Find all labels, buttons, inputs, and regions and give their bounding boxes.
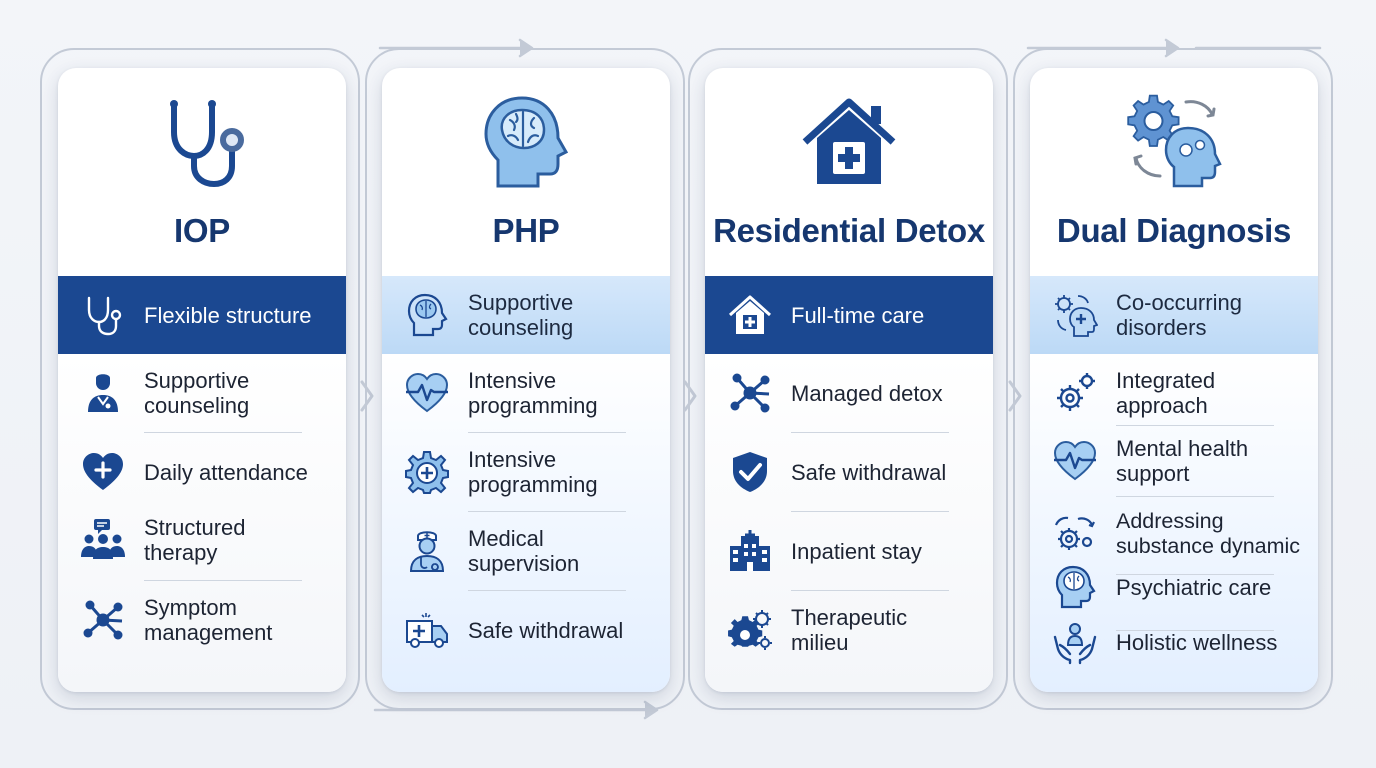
list-item: Inpatient stay <box>705 512 993 590</box>
heart-plus-icon <box>80 449 126 495</box>
item-text: Integrated approach <box>1116 368 1216 418</box>
list-item: Addressing substance dynamic <box>1030 495 1318 573</box>
card-title: Residential Detox <box>713 212 985 249</box>
highlight-text: Supportive counseling <box>468 290 574 340</box>
divider <box>468 432 626 433</box>
item-text: Managed detox <box>791 380 943 406</box>
card-residential-detox: Residential Detox Full-time care Managed… <box>705 68 993 692</box>
network-icon <box>80 597 126 643</box>
divider <box>468 590 626 591</box>
divider <box>1116 574 1274 575</box>
gears-icon <box>727 607 773 653</box>
list-item: Managed detox <box>705 354 993 432</box>
card-title: Dual Diagnosis <box>1056 212 1292 249</box>
brain-head-icon <box>1052 564 1098 610</box>
list-item: Safe withdrawal <box>705 433 993 511</box>
heartbeat-icon <box>404 370 450 416</box>
item-text: Therapeutic milieu <box>791 605 908 655</box>
item-text: Intensive programming <box>468 368 598 418</box>
divider <box>791 511 949 512</box>
list-item: Holistic wellness <box>1030 603 1318 681</box>
item-list: Intensive programming Intensive programm… <box>382 354 670 692</box>
card-header: Residential Detox <box>705 68 993 276</box>
brain-head-icon <box>404 292 450 338</box>
card-header: Dual Diagnosis <box>1030 68 1318 276</box>
shield-check-icon <box>727 449 773 495</box>
item-text: Medical supervision <box>468 526 580 576</box>
item-text: Structured therapy <box>144 515 246 565</box>
list-item: Safe withdrawal <box>382 591 670 669</box>
item-text: Psychiatric care <box>1116 574 1272 600</box>
gears-icon <box>1052 370 1098 416</box>
list-item: Symptom management <box>58 581 346 659</box>
heartbeat-icon <box>1052 438 1098 484</box>
gear-cycle-icon <box>1052 511 1098 557</box>
card-php: PHP Supportive counseling Intensive prog… <box>382 68 670 692</box>
item-text: Daily attendance <box>144 459 308 485</box>
divider <box>1116 496 1274 497</box>
card-header: IOP <box>58 68 346 276</box>
list-item: Supportive counseling <box>58 354 346 432</box>
item-text: Holistic wellness <box>1116 629 1278 655</box>
card-title: PHP <box>492 212 560 249</box>
divider <box>468 511 626 512</box>
highlight-row: Co-occurring disorders <box>1030 276 1318 354</box>
item-text: Mental health support <box>1116 436 1249 486</box>
item-text: Safe withdrawal <box>791 459 947 485</box>
highlight-row: Flexible structure <box>58 276 346 354</box>
item-text: Symptom management <box>144 595 273 645</box>
house-plus-icon <box>799 92 899 192</box>
list-item: Psychiatric care <box>1030 548 1318 626</box>
doctor-icon <box>80 370 126 416</box>
highlight-text: Co-occurring disorders <box>1116 290 1242 340</box>
gear-plus-icon <box>404 449 450 495</box>
divider <box>1116 630 1274 631</box>
list-item: Intensive programming <box>382 433 670 511</box>
list-item: Structured therapy <box>58 501 346 579</box>
list-item: Medical supervision <box>382 512 670 590</box>
list-item: Mental health support <box>1030 422 1318 500</box>
card-title: IOP <box>174 212 230 249</box>
card-dual-diagnosis: Dual Diagnosis Co-occurring disorders In… <box>1030 68 1318 692</box>
item-text: Inpatient stay <box>791 538 922 564</box>
card-header: PHP <box>382 68 670 276</box>
highlight-text: Full-time care <box>791 302 925 328</box>
item-text: Safe withdrawal <box>468 617 624 643</box>
highlight-row: Supportive counseling <box>382 276 670 354</box>
highlight-text: Flexible structure <box>144 302 312 328</box>
stethoscope-icon <box>152 92 252 192</box>
gears-head-icon <box>1052 292 1098 338</box>
divider <box>144 432 302 433</box>
divider <box>791 590 949 591</box>
list-item: Integrated approach <box>1030 354 1318 432</box>
ambulance-icon <box>404 607 450 653</box>
list-item: Therapeutic milieu <box>705 591 993 669</box>
highlight-row: Full-time care <box>705 276 993 354</box>
stethoscope-icon <box>80 292 126 338</box>
item-text: Intensive programming <box>468 447 598 497</box>
hands-person-icon <box>1052 619 1098 665</box>
brain-head-icon <box>476 92 576 192</box>
nurse-icon <box>404 528 450 574</box>
network-icon <box>727 370 773 416</box>
card-iop: IOP Flexible structure Supportive counse… <box>58 68 346 692</box>
item-text: Supportive counseling <box>144 368 250 418</box>
stage-frame-iop <box>40 48 360 710</box>
divider <box>144 580 302 581</box>
stage-frame-residential <box>688 48 1008 710</box>
gears-head-icon <box>1124 92 1224 192</box>
item-list: Supportive counseling Daily attendance S… <box>58 354 346 692</box>
item-text: Addressing substance dynamic <box>1116 509 1301 558</box>
item-list: Managed detox Safe withdrawal Inpatient … <box>705 354 993 692</box>
item-list: Integrated approach Mental health suppor… <box>1030 354 1318 692</box>
group-chat-icon <box>80 517 126 563</box>
list-item: Daily attendance <box>58 433 346 511</box>
divider <box>791 432 949 433</box>
house-plus-icon <box>727 292 773 338</box>
hospital-icon <box>727 528 773 574</box>
list-item: Intensive programming <box>382 354 670 432</box>
divider <box>1116 425 1274 426</box>
